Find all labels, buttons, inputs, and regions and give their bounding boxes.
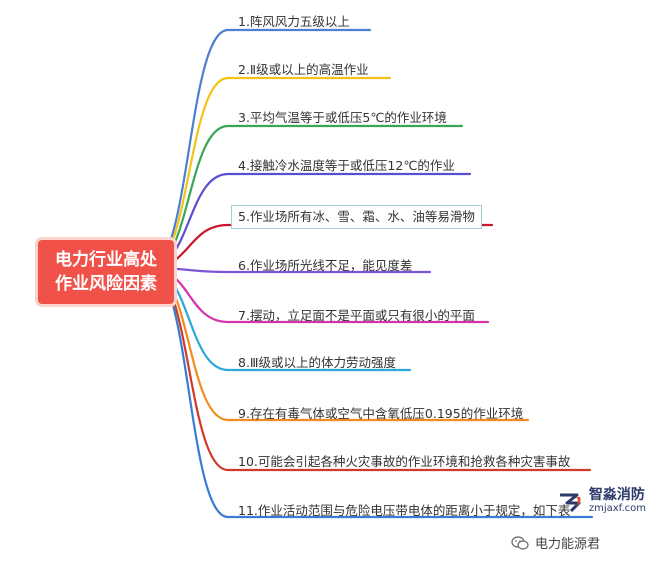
watermark-title: 智淼消防 <box>588 487 645 503</box>
branch-connector-3 <box>148 124 464 270</box>
footer-credit-text: 电力能源君 <box>534 537 600 552</box>
watermark-url: zmjaxf.com <box>588 503 646 514</box>
branch-label-5[interactable]: 5.作业场所有冰、雪、霜、水、油等易滑物 <box>231 205 482 229</box>
branch-label-6[interactable]: 6.作业场所光线不足，能见度差 <box>238 258 413 273</box>
branch-label-4[interactable]: 4.接触冷水温度等于或低压12℃的作业 <box>238 158 455 173</box>
central-topic-line1: 电力行业高处 <box>55 250 157 270</box>
branch-label-3[interactable]: 3.平均气温等于或低压5℃的作业环境 <box>238 110 447 125</box>
branch-label-11[interactable]: 11.作业活动范围与危险电压带电体的距离小于规定，如下表 <box>238 503 571 518</box>
branch-label-1[interactable]: 1.阵风风力五级以上 <box>238 14 350 29</box>
central-topic: 电力行业高处 作业风险因素 <box>38 240 174 304</box>
branch-connector-11 <box>148 266 594 519</box>
fire-logo-icon <box>559 493 581 513</box>
branch-label-2[interactable]: 2.Ⅱ级或以上的高温作业 <box>238 62 369 77</box>
branch-label-7[interactable]: 7.摆动，立足面不是平面或只有很小的平面 <box>238 308 475 323</box>
footer-credit: 电力能源君 <box>511 533 600 552</box>
branch-label-10[interactable]: 10.可能会引起各种火灾事故的作业环境和抢救各种灾害事故 <box>238 454 571 469</box>
branch-connector-9 <box>148 266 530 422</box>
branch-label-9[interactable]: 9.存在有毒气体或空气中含氧低压0.195的作业环境 <box>238 406 524 421</box>
wechat-icon <box>511 535 529 550</box>
branch-label-8[interactable]: 8.Ⅲ级或以上的体力劳动强度 <box>238 355 397 370</box>
watermark-logo: 智淼消防 zmjaxf.com <box>557 488 646 516</box>
central-topic-line2: 作业风险因素 <box>55 274 157 294</box>
